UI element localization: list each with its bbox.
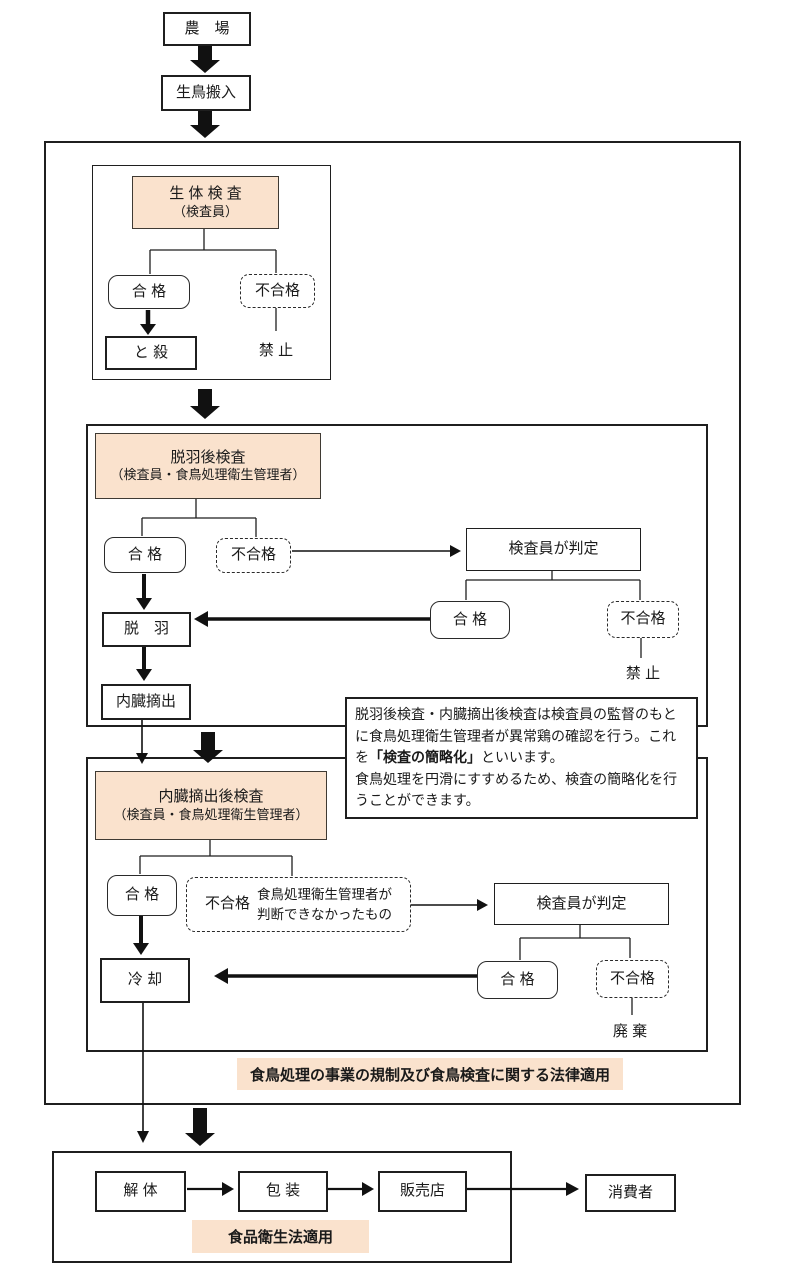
section1-frame <box>92 165 331 380</box>
retail-box: 販売店 <box>378 1171 467 1212</box>
s2-pass-box: 合 格 <box>104 537 186 573</box>
evisceration-inspection-title: 内臓摘出後検査 <box>158 788 264 805</box>
s2-pass-label: 合 格 <box>127 545 163 563</box>
s3-pass-label: 合 格 <box>124 886 160 904</box>
s2-fail-label: 不合格 <box>230 546 276 564</box>
packaging-box: 包 装 <box>238 1171 328 1212</box>
s3-fail-label: 不合格 <box>204 895 250 913</box>
s1-pass-label: 合 格 <box>131 282 167 300</box>
s2-fail-box: 不合格 <box>216 538 291 573</box>
defeather-inspection-box: 脱羽後検査 （検査員・食鳥処理衛生管理者） <box>95 433 321 499</box>
farm-label: 農 場 <box>184 19 230 37</box>
consumer-box: 消費者 <box>585 1174 676 1212</box>
outer-law-frame <box>44 141 741 1105</box>
live-inspection-title: 生 体 検 査 <box>169 185 242 202</box>
evisceration-inspection-box: 内臓摘出後検査 （検査員・食鳥処理衛生管理者） <box>95 771 327 840</box>
note-part2: といいます。 <box>481 749 564 765</box>
s3-judge-pass-label: 合 格 <box>500 970 535 988</box>
cooling-box: 冷 却 <box>100 958 190 1003</box>
s1-fail-label: 不合格 <box>254 281 300 299</box>
s1-prohibited-text: 禁 止 <box>258 341 294 359</box>
s3-pass-box: 合 格 <box>107 875 177 916</box>
s2-judge-pass-label: 合 格 <box>452 610 488 628</box>
slaughter-label: と 殺 <box>133 343 169 361</box>
defeather-inspection-title: 脱羽後検査 <box>170 448 246 466</box>
s2-judge-title: 検査員が判定 <box>508 540 599 558</box>
s2-judge-fail-label: 不合格 <box>620 610 666 628</box>
evisceration-inspection-subtitle: （検査員・食鳥処理衛生管理者） <box>113 806 309 822</box>
food-sanitation-law-label: 食品衛生法適用 <box>192 1220 369 1253</box>
s2-judge-fail-box: 不合格 <box>607 601 679 638</box>
live-inspection-subtitle: （検査員） <box>172 203 238 219</box>
live-bird-box: 生鳥搬入 <box>161 75 251 111</box>
dismantling-label: 解 体 <box>123 1182 158 1200</box>
dismantling-box: 解 体 <box>95 1171 186 1212</box>
s3-judge-box: 検査員が判定 <box>494 883 669 925</box>
bottom-frame <box>52 1151 512 1263</box>
evisceration-box: 内臓摘出 <box>101 684 191 720</box>
note-part1: 脱羽後検査・内臓摘出後検査は検査員の監督のもとに食鳥処理衛生管理者が異常鶏の確認… <box>355 706 677 765</box>
packaging-label: 包 装 <box>265 1182 301 1200</box>
live-inspection-box: 生 体 検 査 （検査員） <box>132 176 279 229</box>
simplification-note-box: 脱羽後検査・内臓摘出後検査は検査員の監督のもとに食鳥処理衛生管理者が異常鶏の確認… <box>345 697 698 819</box>
poultry-law-label: 食鳥処理の事業の規制及び食鳥検査に関する法律適用 <box>237 1058 623 1090</box>
consumer-label: 消費者 <box>607 1183 653 1201</box>
s1-fail-box: 不合格 <box>240 274 315 308</box>
farm-box: 農 場 <box>163 12 251 46</box>
disposal-text: 廃 棄 <box>612 1022 648 1040</box>
s2-judge-box: 検査員が判定 <box>466 528 641 571</box>
s3-judge-title: 検査員が判定 <box>536 894 627 912</box>
slaughter-box: と 殺 <box>105 336 197 370</box>
s3-fail-desc: 食鳥処理衛生管理者が 判断できなかったもの <box>257 886 392 922</box>
s3-judge-fail-label: 不合格 <box>609 969 655 987</box>
defeathering-label: 脱 羽 <box>123 620 169 638</box>
s3-judge-pass-box: 合 格 <box>477 961 558 999</box>
s2-prohibited-text: 禁 止 <box>625 664 661 682</box>
s3-fail-box: 不合格 食鳥処理衛生管理者が 判断できなかったもの <box>186 877 411 932</box>
defeather-inspection-subtitle: （検査員・食鳥処理衛生管理者） <box>110 467 306 483</box>
cooling-label: 冷 却 <box>127 971 163 989</box>
s1-pass-box: 合 格 <box>108 275 190 309</box>
evisceration-label: 内臓摘出 <box>115 692 176 710</box>
s2-judge-pass-box: 合 格 <box>430 601 510 639</box>
live-bird-label: 生鳥搬入 <box>175 83 236 101</box>
note-bold: 「検査の簡略化」 <box>369 749 481 765</box>
defeathering-box: 脱 羽 <box>102 612 191 647</box>
s3-judge-fail-box: 不合格 <box>596 960 669 998</box>
note-part3: 食鳥処理を円滑にすすめるため、検査の簡略化を行うことができます。 <box>355 770 678 809</box>
retail-label: 販売店 <box>399 1182 445 1200</box>
